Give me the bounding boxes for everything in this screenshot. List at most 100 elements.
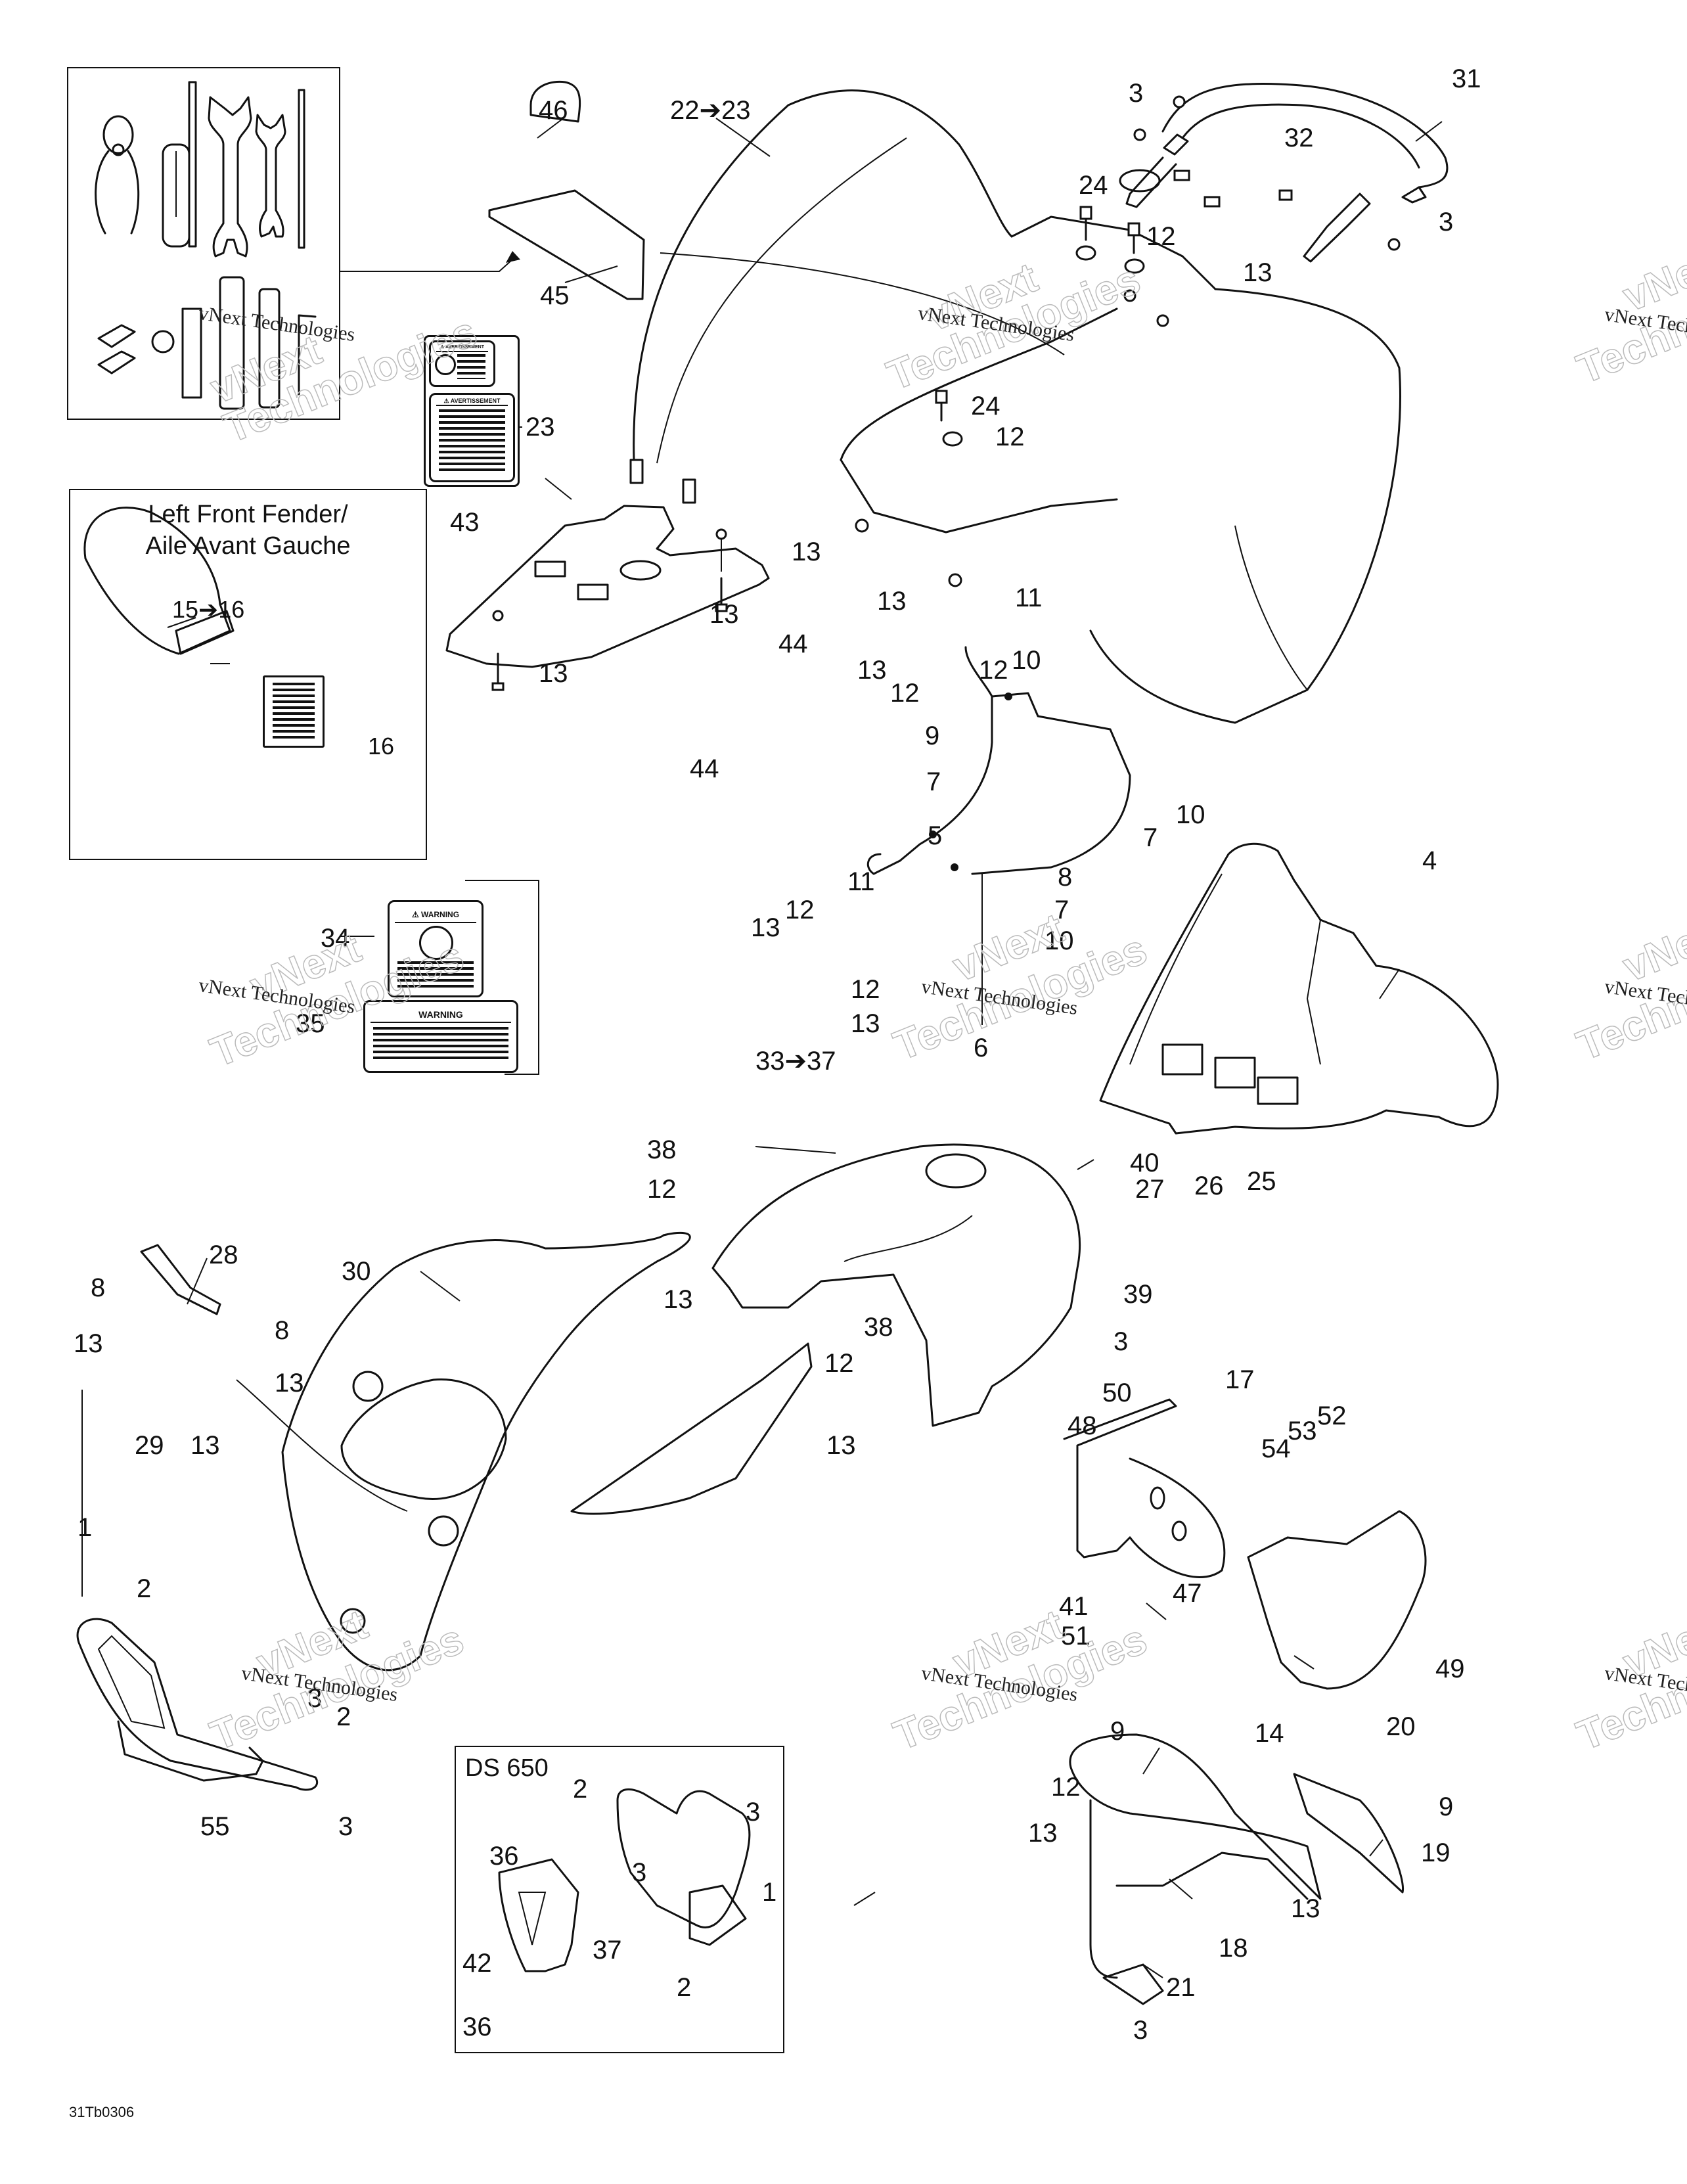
callout-11: 11 — [847, 867, 875, 896]
callout-18: 18 — [1219, 1934, 1248, 1963]
callout-4: 4 — [1422, 846, 1437, 875]
callout-31: 31 — [1452, 64, 1481, 93]
callout-42: 42 — [462, 1949, 492, 1978]
bolt-icon — [935, 390, 948, 422]
nut-icon — [1133, 128, 1146, 141]
callout-51: 51 — [1061, 1622, 1091, 1650]
callout-28: 28 — [209, 1240, 238, 1269]
callout-13: 13 — [751, 913, 780, 942]
callout-24: 24 — [1079, 171, 1108, 200]
decal-23-bottom-header: ⚠ AVERTISSEMENT — [436, 397, 508, 406]
fuse-icon — [97, 324, 136, 375]
decal-35-header: WARNING — [371, 1007, 511, 1023]
callout-46: 46 — [539, 96, 568, 125]
callout-5: 5 — [928, 821, 943, 850]
callout-10: 10 — [1045, 926, 1074, 955]
callout-7: 7 — [1143, 823, 1158, 852]
washer-icon — [1124, 258, 1145, 274]
extension-bar-icon — [298, 89, 305, 249]
callout-13: 13 — [851, 1009, 880, 1038]
callout-3: 3 — [1133, 2016, 1148, 2045]
callout-29: 29 — [135, 1431, 164, 1460]
callout-38: 38 — [647, 1135, 677, 1164]
callout-23: 23 — [526, 413, 555, 442]
callout-10: 10 — [1176, 800, 1205, 829]
decal-sheet-23: ⚠ AVERTISSEMENT ⚠ AVERTISSEMENT — [424, 335, 520, 487]
callout-36: 36 — [462, 2013, 492, 2041]
callout-50: 50 — [1102, 1378, 1132, 1407]
callout-38: 38 — [864, 1313, 893, 1342]
callout-40: 40 — [1130, 1149, 1159, 1177]
callout-3: 3 — [1129, 79, 1144, 108]
callout-15-16: 15➔16 — [172, 596, 245, 623]
callout-2: 2 — [677, 1973, 692, 2002]
callout-9: 9 — [925, 721, 940, 750]
bracket-part-48 — [1063, 1398, 1226, 1578]
callout-53: 53 — [1288, 1417, 1317, 1445]
callout-8: 8 — [275, 1316, 290, 1345]
callout-13: 13 — [857, 656, 887, 685]
bolt-icon — [1127, 222, 1140, 254]
callout-7: 7 — [926, 767, 941, 796]
callout-26: 26 — [1194, 1172, 1224, 1200]
callout-13: 13 — [74, 1329, 103, 1358]
callout-12: 12 — [824, 1349, 854, 1378]
grommet-icon — [1123, 289, 1136, 302]
callout-3: 3 — [1439, 208, 1454, 237]
decal-23-top: ⚠ AVERTISSEMENT — [429, 340, 495, 387]
callout-12: 12 — [979, 656, 1008, 685]
callout-54: 54 — [1261, 1434, 1291, 1463]
callout-3: 3 — [307, 1684, 323, 1713]
callout-2: 2 — [336, 1702, 351, 1731]
kit-to-fender-leader — [660, 252, 1065, 355]
age-restriction-icon — [419, 926, 453, 960]
callout-30: 30 — [342, 1257, 371, 1286]
callout-13: 13 — [539, 659, 568, 688]
washer-icon — [942, 431, 963, 447]
mud-flap-part-19 — [1293, 1773, 1405, 1894]
skid-plate-vent — [534, 560, 566, 578]
callout-13: 13 — [1028, 1819, 1058, 1848]
seat-part-30 — [236, 1231, 813, 1672]
callout-7: 7 — [1054, 896, 1069, 924]
rear-rack-part-31 — [1125, 83, 1449, 263]
callout-17: 17 — [1225, 1365, 1255, 1394]
decal-part-16 — [263, 675, 325, 748]
callout-10: 10 — [1012, 646, 1041, 675]
callout-12: 12 — [1146, 222, 1176, 251]
callout-24: 24 — [971, 392, 1001, 421]
skid-plate-hole — [619, 560, 662, 581]
callout-22-23: 22➔23 — [670, 96, 751, 125]
callout-12: 12 — [851, 975, 880, 1004]
callout-13: 13 — [275, 1369, 304, 1398]
callout-32: 32 — [1284, 124, 1314, 152]
bolt-icon — [1173, 170, 1190, 181]
nut-icon — [492, 610, 504, 622]
title-line-2: Aile Avant Gauche — [145, 532, 351, 560]
callout-8: 8 — [1058, 863, 1073, 892]
callout-9: 9 — [1110, 1717, 1125, 1746]
front-fender-part-14 — [1069, 1733, 1322, 2005]
callout-13: 13 — [709, 600, 739, 629]
fasteners — [855, 95, 1401, 587]
no-passenger-icon — [435, 354, 456, 375]
front-fender-part-4 — [1099, 842, 1499, 1135]
ds650-bumper-part-1 — [616, 1788, 751, 1946]
callout-13: 13 — [664, 1285, 693, 1314]
callout-21: 21 — [1166, 1973, 1196, 2002]
skid-plate-part-49 — [1247, 1510, 1427, 1690]
callout-3: 3 — [1113, 1327, 1129, 1356]
decal-part-34: ⚠ WARNING — [388, 900, 484, 997]
callout-2: 2 — [137, 1574, 152, 1603]
left-front-fender-title: Left Front Fender/ Aile Avant Gauche — [70, 499, 426, 562]
callout-13: 13 — [1243, 258, 1272, 287]
bolt-icon — [1079, 206, 1092, 241]
callout-43: 43 — [450, 508, 480, 537]
callout-13: 13 — [191, 1431, 220, 1460]
ds650-title: DS 650 — [465, 1754, 549, 1782]
tool-kit-icons — [95, 81, 317, 410]
callout-49: 49 — [1435, 1654, 1465, 1683]
callout-44: 44 — [778, 629, 808, 658]
bolt-icon — [491, 652, 505, 691]
